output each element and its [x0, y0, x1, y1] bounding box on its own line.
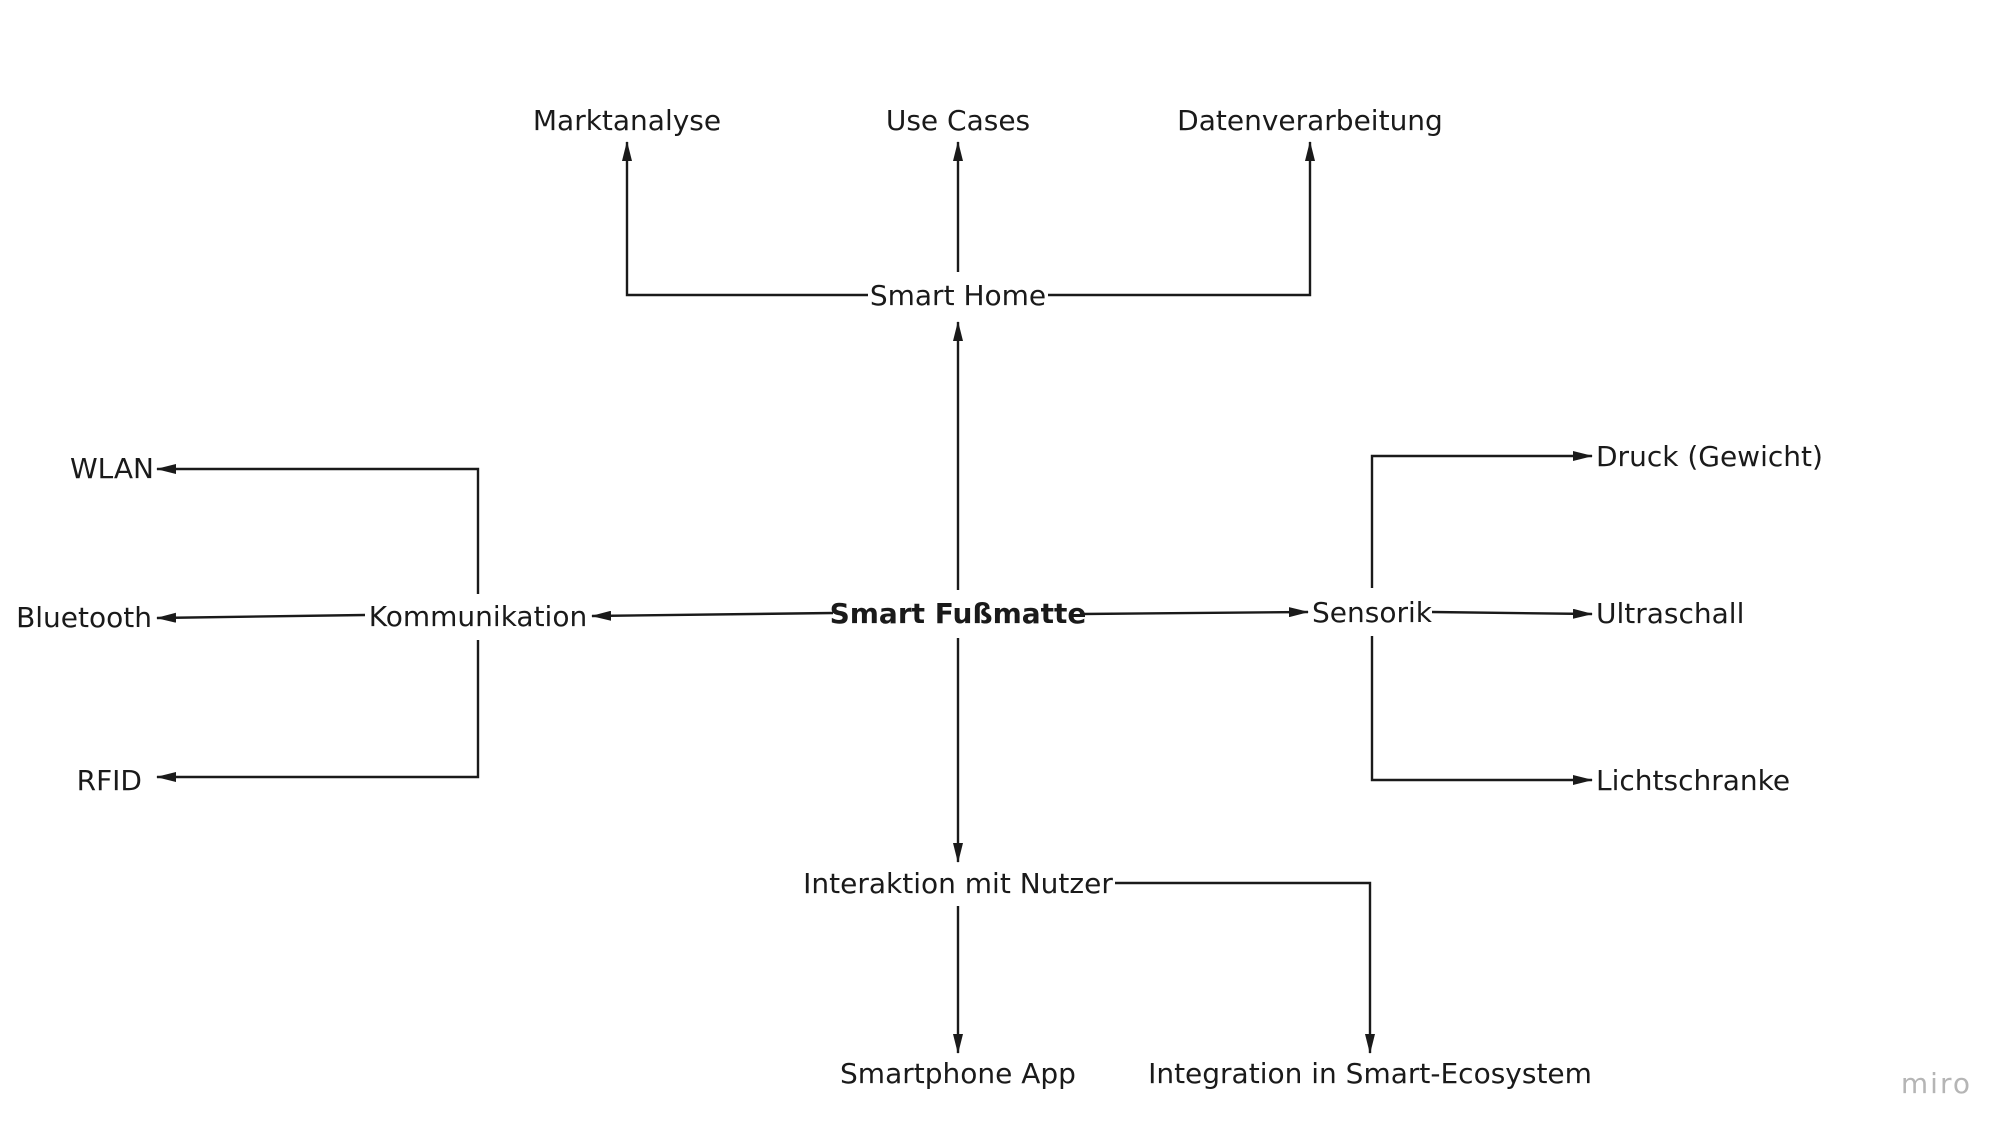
- edges: [156, 141, 1593, 1054]
- node-use-cases[interactable]: Use Cases: [886, 104, 1030, 137]
- node-integration-smart-ecosystem[interactable]: Integration in Smart-Ecosystem: [1148, 1057, 1592, 1090]
- node-datenverarbeitung[interactable]: Datenverarbeitung: [1177, 104, 1443, 137]
- edge-kommunikation-bluetooth: [156, 612, 366, 623]
- node-wlan[interactable]: WLAN: [70, 452, 154, 485]
- node-interaktion-mit-nutzer[interactable]: Interaktion mit Nutzer: [803, 867, 1113, 900]
- edge-sensorik-lichtschranke: [1370, 636, 1593, 785]
- edge-kommunikation-wlan: [156, 464, 480, 594]
- node-ultraschall[interactable]: Ultraschall: [1596, 597, 1744, 630]
- edge-sensorik-ultraschall: [1431, 608, 1593, 619]
- node-sensorik[interactable]: Sensorik: [1312, 596, 1433, 629]
- node-smart-fussmatte[interactable]: Smart Fußmatte: [830, 597, 1087, 630]
- miro-watermark: miro: [1901, 1067, 1972, 1100]
- edge-smart-home-marktanalyse: [622, 141, 868, 297]
- node-bluetooth[interactable]: Bluetooth: [16, 601, 152, 634]
- edge-sensorik-druck: [1370, 451, 1593, 588]
- node-kommunikation[interactable]: Kommunikation: [369, 600, 587, 633]
- edge-kommunikation-rfid: [156, 640, 480, 782]
- edge-center-kommunikation: [591, 610, 834, 621]
- node-lichtschranke[interactable]: Lichtschranke: [1596, 764, 1790, 797]
- node-druck-gewicht[interactable]: Druck (Gewicht): [1596, 440, 1823, 473]
- edge-smart-home-datenverarbeitung: [1048, 141, 1315, 297]
- edge-interaktion-integration: [1115, 881, 1375, 1054]
- node-marktanalyse[interactable]: Marktanalyse: [533, 104, 721, 137]
- edge-center-sensorik: [1081, 607, 1309, 618]
- node-smart-home[interactable]: Smart Home: [870, 279, 1046, 312]
- node-rfid[interactable]: RFID: [77, 764, 142, 797]
- node-smartphone-app[interactable]: Smartphone App: [840, 1057, 1076, 1090]
- node-labels: Smart Fußmatte Smart Home Marktanalyse U…: [16, 104, 1823, 1090]
